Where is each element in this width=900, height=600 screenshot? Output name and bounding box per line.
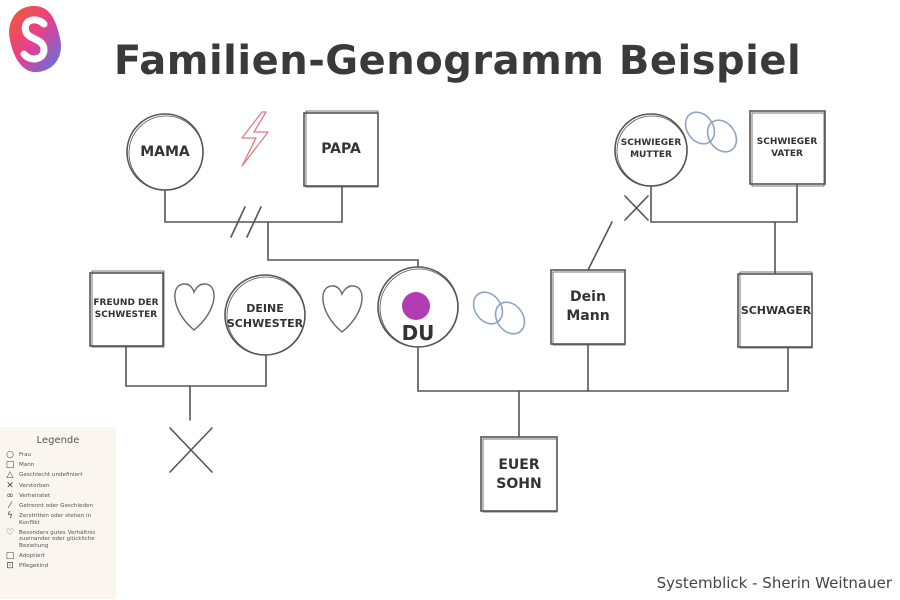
heart-icon xyxy=(174,283,215,331)
triangle-icon: △ xyxy=(6,470,14,481)
rings-icon xyxy=(472,291,526,335)
legend-item: ϟ Zerstritten oder stehen in Konflikt xyxy=(4,511,112,526)
slash-icon: ⁄ xyxy=(9,500,11,511)
label-mama: MAMA xyxy=(140,143,190,160)
legend-item: ∞ Verheiratet xyxy=(4,490,112,501)
legend-item: ✕ Verstorben xyxy=(4,480,112,491)
legend-title: Legende xyxy=(36,435,80,446)
legend-item: ⊡ Pflegekind xyxy=(4,561,112,572)
page-title: Familien-Genogramm Beispiel xyxy=(113,38,802,84)
lightning-icon: ϟ xyxy=(7,511,13,522)
lightning-icon xyxy=(241,111,269,167)
label-freund: FREUND DER SCHWESTER xyxy=(93,297,159,320)
heart-icon: ♡ xyxy=(5,527,15,538)
du-dot xyxy=(402,292,430,320)
legend-item: □ Mann xyxy=(5,460,35,471)
foster-icon: ⊡ xyxy=(6,561,14,572)
divorce-marks xyxy=(230,206,262,238)
label-schwiegermutter: SCHWIEGER MUTTER xyxy=(620,137,682,160)
legend-item: △ Geschlecht undefiniert xyxy=(4,470,112,481)
label-mann: Dein Mann xyxy=(566,289,610,324)
legend-item: ⁄ Getrennt oder Geschieden xyxy=(4,500,112,511)
label-papa: PAPA xyxy=(321,140,361,157)
schwiegervater-square xyxy=(749,110,826,185)
legend-item: ♡ Besonders gutes Verhältnis zueinander … xyxy=(5,527,96,550)
label-du: DU xyxy=(401,320,435,345)
app-logo xyxy=(9,6,62,73)
deceased-cross-schwiegermutter xyxy=(624,195,649,221)
heart-icon xyxy=(322,285,363,333)
legend-panel: Legende ○ Frau □ Mann △ Geschlecht undef… xyxy=(0,427,116,599)
legend-item: □ Adoptiert xyxy=(5,551,45,562)
adopted-icon: □ xyxy=(5,551,15,562)
deceased-cross-child xyxy=(169,427,213,473)
label-schwager: SCHWAGER xyxy=(740,303,812,317)
rings-icon xyxy=(684,111,738,153)
legend-item: ○ Frau xyxy=(4,450,112,460)
square-icon: □ xyxy=(5,460,15,471)
cross-icon: ✕ xyxy=(6,480,14,491)
circle-icon: ○ xyxy=(6,450,14,460)
label-schwiegervater: SCHWIEGER VATER xyxy=(756,136,818,159)
credit-text: Systemblick - Sherin Weitnauer xyxy=(656,574,892,592)
label-schwester: DEINE SCHWESTER xyxy=(226,302,304,330)
label-sohn: EUER SOHN xyxy=(496,457,542,492)
rings-icon: ∞ xyxy=(6,490,14,501)
